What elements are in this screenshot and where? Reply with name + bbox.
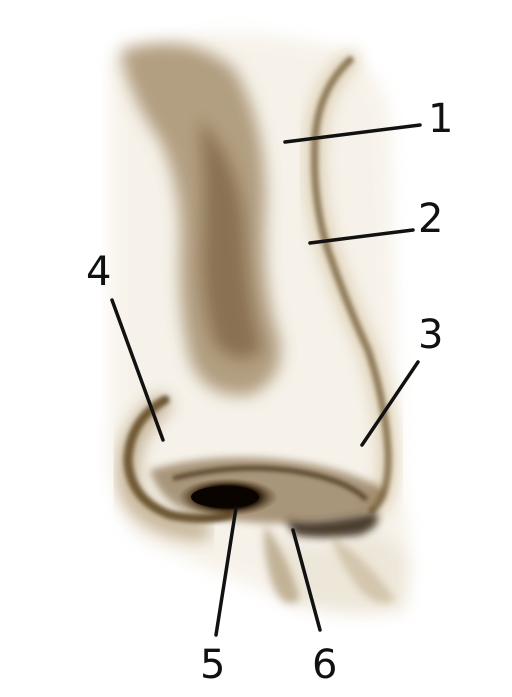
label-5: 5 xyxy=(200,642,225,688)
nostril-core xyxy=(191,486,259,508)
label-1: 1 xyxy=(428,96,453,142)
label-6: 6 xyxy=(312,642,337,688)
label-2: 2 xyxy=(418,196,443,242)
label-4: 4 xyxy=(86,249,111,295)
label-3: 3 xyxy=(418,312,443,358)
